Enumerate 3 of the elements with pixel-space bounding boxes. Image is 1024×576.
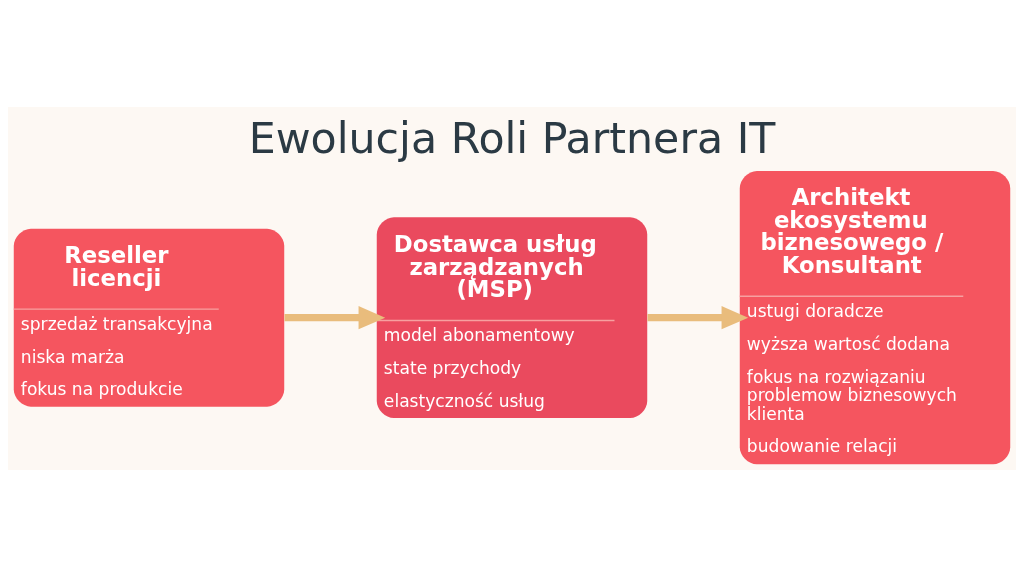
arrow [284,305,386,329]
diagram-title: Ewolucja Roli Partnera IT [248,112,776,163]
arrow [647,305,749,329]
